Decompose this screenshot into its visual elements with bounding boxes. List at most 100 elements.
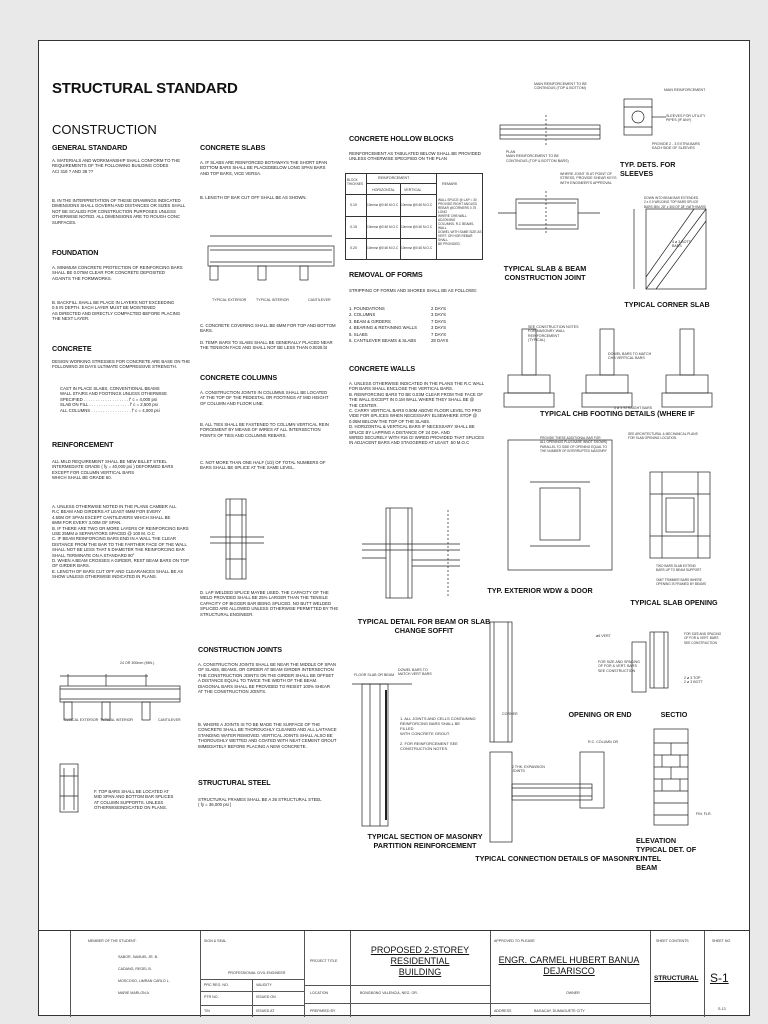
note-f: F. TOP BARS SHALL BE LOCATED AT MID SPAN… [94,789,174,811]
joints-b: B. WHERE A JOINTS IS TO BE MADE THE SURF… [198,722,337,749]
slabs-d: D. TEMP. BARS TO SLABS SHALL BE GENERALL… [200,340,333,351]
hollow-blocks-heading: CONCRETE HOLLOW BLOCKS [349,134,454,143]
masonry-connection-diagram [489,621,669,843]
concrete-strength-list: CAST IN PLACE SLABS, CONVENTIONAL BEAMS … [60,386,167,413]
sleeve-diagram [623,98,666,136]
concrete-heading: CONCRETE [52,344,92,353]
tb-labels: PROJECT TITLE LOCATION PREPARED BY [304,931,351,1017]
ptr-label: PTR NO. [204,995,219,999]
structural-steel-heading: STRUCTURAL STEEL [198,778,271,787]
window-door-diagram [507,439,613,571]
concrete-walls-paragraph: A. UNLESS OTHERWISE INDICATED IN THE PLA… [349,381,485,446]
tb-sheet-no: SHEET NO S-1 S-13 [704,931,750,1017]
top-bott-bars-label: 2 ø 3 TOP 2 ø 3 BOTT [684,676,703,685]
corner-note: DOWN INTO BEAM BAR EXTENDED 2 x 0.9 WELD… [644,196,707,209]
validity-label: VALIDITY [256,983,272,987]
continuous-beam-diagram [59,674,181,721]
caption-section: SECTIO [660,710,688,719]
slabs-a: A. IF SLABS ARE REINFORCED BOTHWAYS THE … [200,160,328,176]
extra-bars-label: PROVIDE 2 - 3 EXTRA BARS EACH SIDE OF SL… [652,142,700,151]
prepared-label: PREPARED BY [310,1009,336,1013]
bottom-bars-label: 4 ø 3 BOTT. BARS [672,240,692,249]
table-row-0-vertical: 10mmø @0.60 M.O.C [401,203,433,207]
slabs-b: B. LENGTH OF BAR CUT OFF SHALL BE AS SHO… [200,195,307,200]
columns-a: A. CONSTRUCTION JOINTS IN COLUMNS SHALL … [200,390,329,406]
masonry-section-diagram [352,683,412,827]
caption-opening-end: OPENING OR END [568,710,632,719]
slab-beam-joint-diagram [498,115,601,235]
corner-slab-diagram [633,208,707,290]
removal-forms-paragraph: STRIPPING OF FORMS AND SHORES SHALL BE A… [349,288,478,293]
member-2: CADANG, REGEL B. [118,967,152,971]
page-subtitle: CONSTRUCTION [52,122,157,137]
concrete-walls-heading: CONCRETE WALLS [349,364,416,373]
expansion-joint-label: 2 THK. EXPANSION JOINTS [512,765,545,774]
slab-reinforcement-diagram [207,235,335,281]
slab-label-interior: TYPICAL INTERIOR [256,298,290,302]
top-bar-diagram [59,763,79,813]
general-standard-heading: GENERAL STANDARD [52,143,128,152]
reinforcement-list: A. UNLESS OTHERWISE NOTED IN THE PLANS C… [52,504,189,580]
member-label: MEMBER OF THE STUDENT: [88,939,137,943]
dowel-match-label: DOWEL BARS TO MATCH VERT BARS [398,668,432,677]
issued-on-label: ISSUED ON [256,995,276,999]
masonry-notes: 1. ALL JOINTS AND CELLS CONTAINING REINF… [400,716,476,751]
issued-at-label: ISSUED AT [256,1009,275,1013]
tb-approval: APPROVED TO PLEASE ENGR. CARMEL HUBERT B… [490,931,651,1017]
caption-lintel: ELEVATION TYPICAL DET. OF LINTEL BEAM [636,836,697,872]
table-row-0-thickness: 0.10 [350,203,357,207]
table-remark: WALL SPLICE @ LAP = 30 PROVIDE RIGHT ANG… [438,198,482,246]
removal-forms-heading: REMOVAL OF FORMS [349,270,423,279]
caption-window-door: TYP. EXTERIOR WDW & DOOR [487,586,593,595]
joints-a: A. CONSTRUCTION JOINTS SHALL BE NEAR THE… [198,662,336,695]
table-header-vertical: VERTICAL [404,188,422,192]
sheet-of: S-13 [718,1007,726,1011]
approved-label: APPROVED TO PLEASE [494,939,535,943]
main-reinforcement-note: MAIN REINFORCEMENT TO BE CONTINOUS (TOP … [534,82,587,91]
joint-note: WHERE JOINT IS AT POINT OF STRESS, PROVI… [560,172,617,185]
soffit-diagram [362,507,460,599]
size-spacing-note: FOR SIZE AND SPACING OF FOR & VERT. BARS… [598,660,640,673]
beam-label-interior: TYPICAL INTERIOR [100,718,134,722]
rc-column-label: R.C. COLUMN OR [588,740,619,744]
see-arch-note: SEE ARCHITECTURAL & MECHANICAL PLANS FOR… [628,432,698,441]
omit-trimmer-note: OMIT TRIMMER BARS WHERE OPENING IS FRAME… [656,578,707,587]
columns-d: D. LAP WELDED SPLICE MAYBE USED. THE CAP… [200,590,339,617]
sheet-contents-label: SHEET CONTENTS [656,939,689,943]
drawing-sheet [38,40,750,1016]
title-block: MEMBER OF THE STUDENT: SABOR, SAMUEL JR.… [38,930,750,1017]
tb-sheet-contents: SHEET CONTENTS STRUCTURAL [650,931,705,1017]
table-header-remark: REMARK [442,182,458,186]
tb-margin [38,931,71,1017]
two-bars-note: TWO BARS SLAB EXTEND BARS UP TO BEAM SUP… [656,564,702,573]
member-1: SABOR, SAMUEL JR. B. [118,955,159,959]
caption-slab-beam-joint: TYPICAL SLAB & BEAM CONSTRUCTION JOINT [503,264,587,282]
slabs-c: C. CONCRETE COVERING SHALL BE 6MM FOR TO… [200,323,336,334]
dowel-bars-label: DOWEL BARS TO MATCH CHB VERTICAL BARS [608,352,652,361]
caption-sleeves: TYP. DETS. FOR SLEEVES [620,160,676,178]
address-label: ADDRESS [494,1009,512,1013]
sheet-number: S-1 [710,971,729,985]
owner-label: OWNER [566,991,580,995]
table-row-0-horizontal: 10mmø @0.60 M.O.C [367,203,399,207]
table-row-2-vertical: 10mmø @0.60 M.O.C [401,246,433,250]
chb-footing-diagram [503,328,713,408]
concrete-columns-heading: CONCRETE COLUMNS [200,373,278,382]
steel-paragraph: STRUCTURAL FRAMES SHALL BE A 36 STRUCTUR… [198,797,322,808]
member-4: MARIE MARLON A. [118,991,150,995]
reinforcement-paragraph: ALL MILD REQUIREMENT SHALL BE NEW BILLET… [52,459,174,481]
straight-bars-label: 3 ø 3 STRAIGHT BARS [614,406,653,410]
foundation-heading: FOUNDATION [52,248,99,257]
sleeve-utility-label: SLEEVES FOR UTILITY PIPES (IF ANY) [666,114,706,123]
caption-masonry: TYPICAL SECTION OF MASONRY PARTITION REI… [367,832,483,850]
project-title-label: PROJECT TITLE [310,959,338,963]
main-reinforcement-label: MAIN REINFORCEMENT [664,88,706,92]
tb-sign: SIGN & SEAL PROFESSIONAL CIVIL ENGINEER … [200,931,305,1017]
table-header-horizontal: HORIZONTAL [372,188,395,192]
columns-c: C. NOT MORE THAN ONE HALF (1/2) OF TOTAL… [200,460,326,471]
corner-label: CORNER [502,712,518,716]
address-value: BAGACAY, DUMAGUETE CITY [534,1009,585,1013]
